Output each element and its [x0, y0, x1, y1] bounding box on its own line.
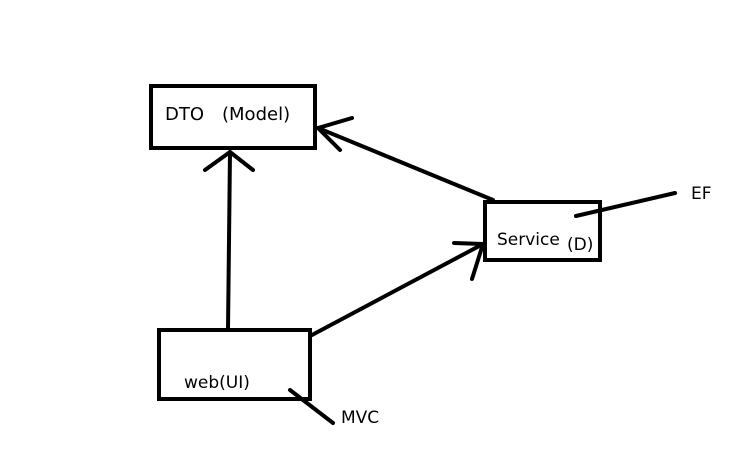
dto-node-subtitle: (Model) [222, 104, 291, 125]
edge-service-to-dto [316, 126, 495, 202]
service-node-title: Service [497, 230, 560, 250]
web-node-title: web(UI) [184, 373, 250, 393]
ef-leader-line [574, 191, 677, 218]
arrowhead-web-to-dto [203, 150, 255, 172]
edge-web-to-dto [226, 150, 232, 332]
web-node-box [157, 328, 312, 401]
arrowhead-service-to-dto [316, 116, 354, 152]
service-node-box [483, 200, 602, 262]
dto-node-title: DTO [165, 104, 205, 125]
dto-node-box [149, 84, 317, 150]
service-node-subtitle: (D) [567, 235, 594, 255]
mvc-annotation: MVC [341, 408, 380, 428]
edge-web-to-service [310, 242, 485, 337]
ef-annotation: EF [691, 184, 712, 204]
mvc-leader-line [288, 388, 335, 425]
